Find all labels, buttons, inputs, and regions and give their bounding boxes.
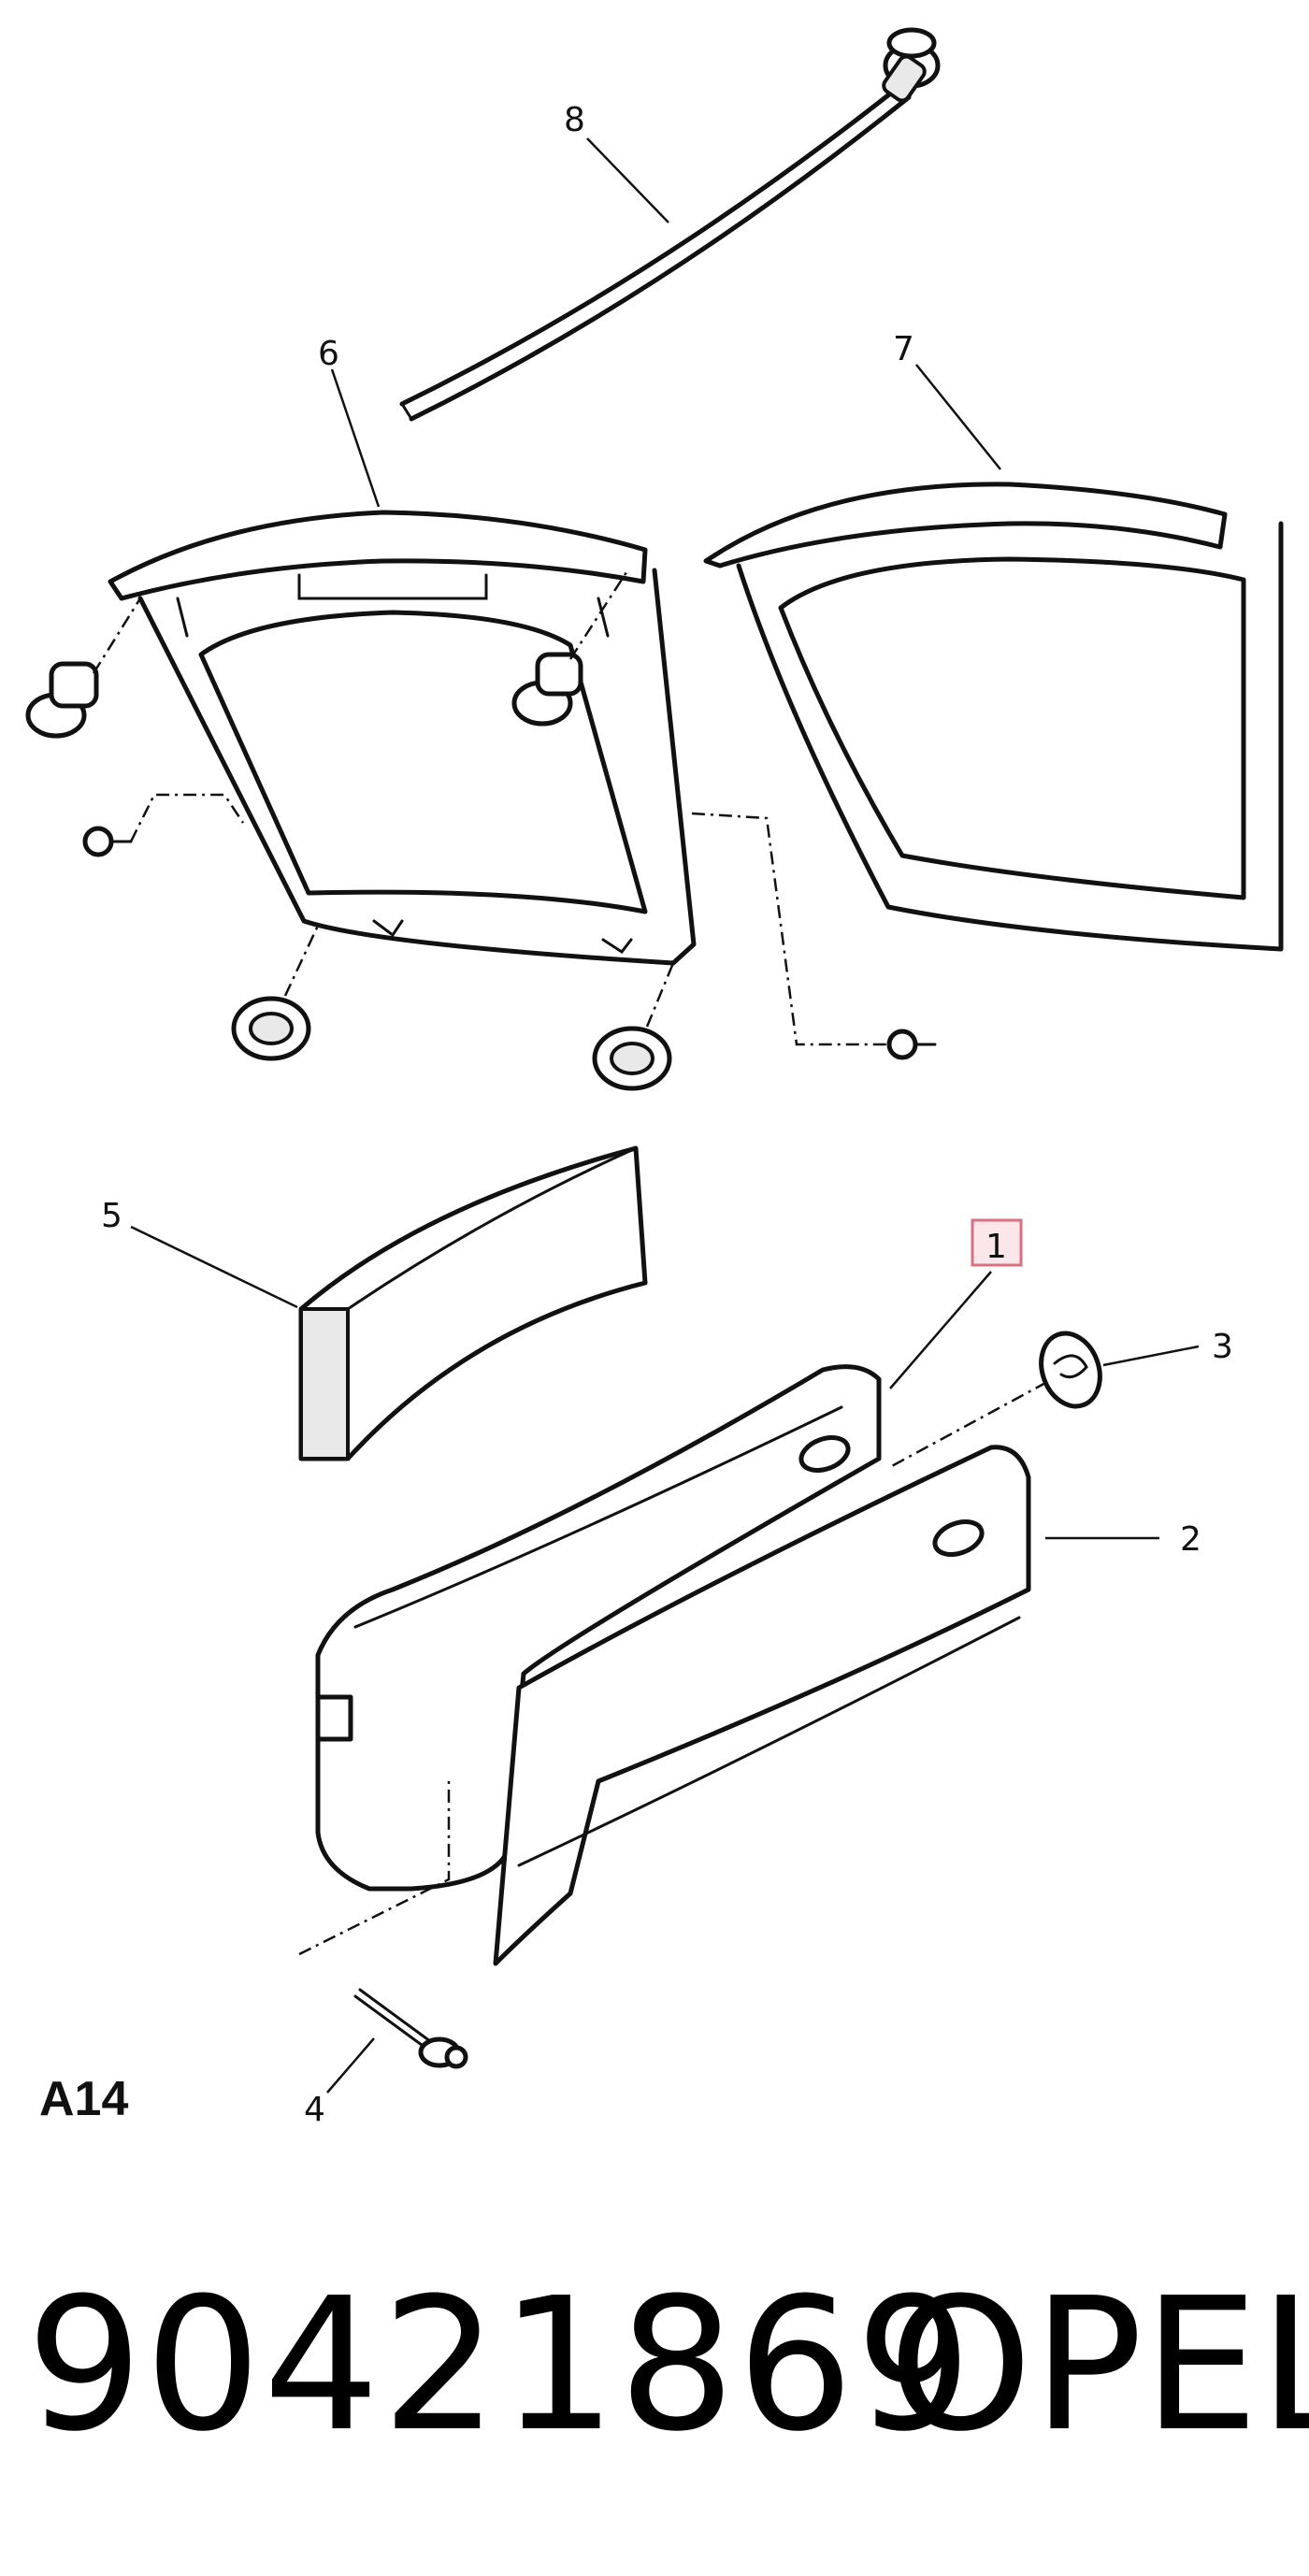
part-number: 90421869 xyxy=(26,2259,974,2472)
callout-2: 2 xyxy=(1180,1520,1201,1559)
screw-left xyxy=(82,793,245,857)
part-1-door-shell xyxy=(315,1364,882,1892)
grommet-lower-right xyxy=(592,962,675,1091)
brand-name: OPEL xyxy=(888,2259,1309,2472)
exploded-parts-diagram: 8 6 xyxy=(25,27,1284,2129)
part-6-trim-panel xyxy=(108,510,697,966)
part-7-trim-panel xyxy=(703,482,1284,952)
callout-1-highlight xyxy=(971,1218,1023,1267)
callout-5: 5 xyxy=(101,1197,122,1235)
callout-7: 7 xyxy=(893,330,914,368)
clip-upper-left xyxy=(25,597,142,739)
callout-4: 4 xyxy=(304,2091,325,2129)
grommet-lower-left xyxy=(231,925,320,1061)
callout-1: 1 xyxy=(985,1228,1007,1266)
callout-3: 3 xyxy=(1212,1328,1233,1366)
clip-upper-center xyxy=(511,571,628,727)
part-2-door-skin xyxy=(493,1445,1031,1966)
part-info-footer: 90421869 OPEL xyxy=(0,2244,1309,2487)
part-5-insulation-pad xyxy=(298,1145,648,1461)
part-3-clip xyxy=(887,1331,1102,1470)
screw-right xyxy=(691,812,937,1060)
sheet-code: A14 xyxy=(39,2072,128,2126)
part-4-rivet xyxy=(298,1777,468,2069)
part-8-cable xyxy=(399,27,941,422)
callout-8: 8 xyxy=(564,101,585,139)
callout-6: 6 xyxy=(318,335,339,373)
